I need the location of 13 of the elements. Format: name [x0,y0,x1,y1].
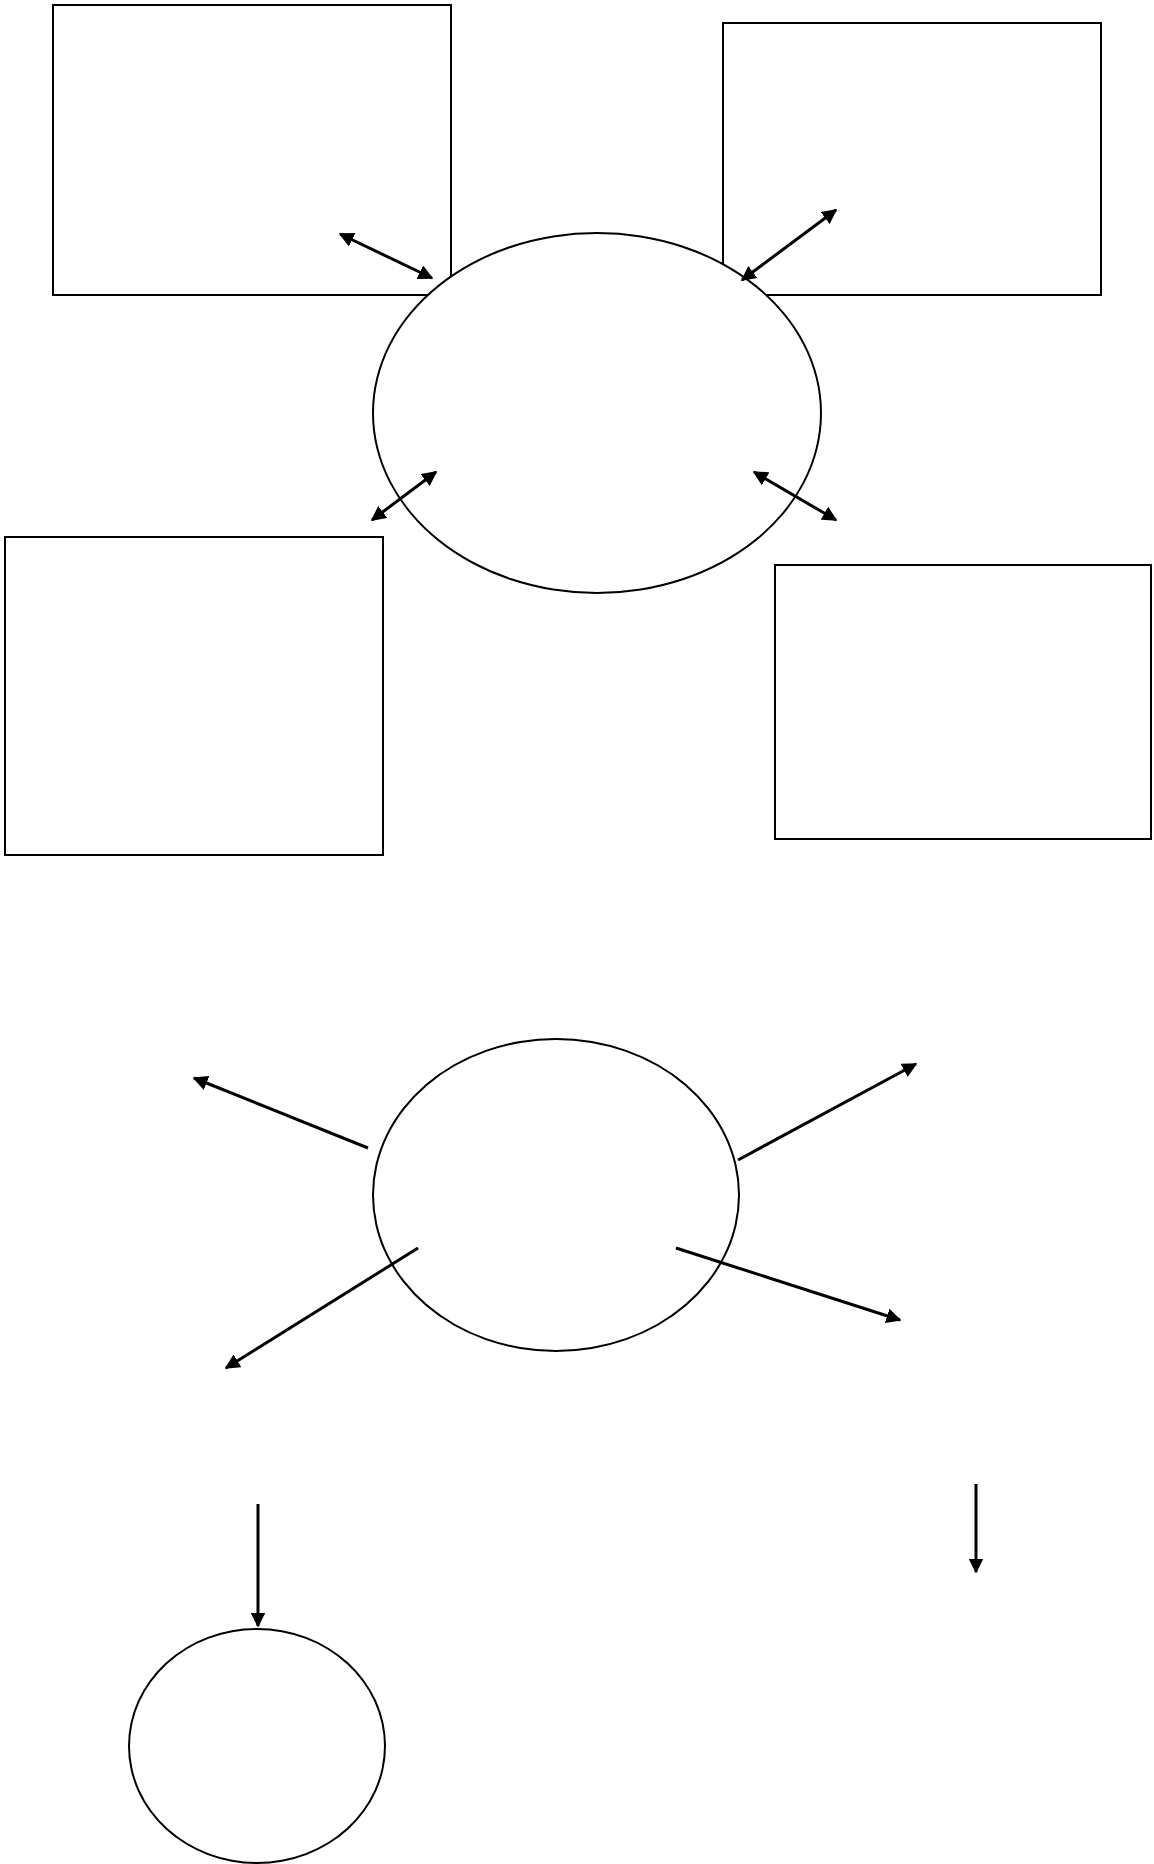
empty-box [722,22,1102,296]
empty-box [774,564,1152,840]
arrow [192,1076,369,1150]
arrow [250,1504,266,1628]
empty-box [4,536,384,856]
arrow [224,1246,419,1370]
arrow [338,232,434,280]
empty-box [52,4,452,296]
arrow [370,470,438,522]
arrow [675,1246,902,1323]
arrow [752,470,838,522]
arrow [737,1062,918,1162]
arrow [740,208,838,282]
